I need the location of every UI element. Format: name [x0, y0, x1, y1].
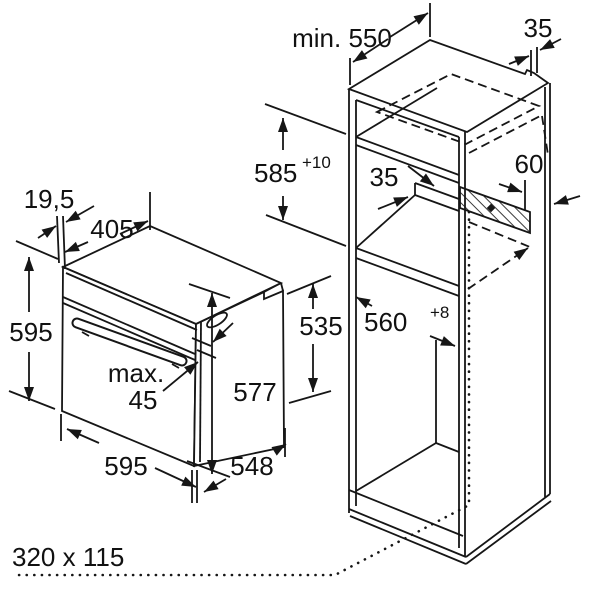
dim-oven-height-label: 595	[9, 317, 52, 347]
dim-oven-top-depth-label: 405	[90, 214, 133, 244]
dim-vent-gap: 60	[498, 149, 544, 210]
side-wall-arrow	[553, 195, 581, 205]
dim-door-max-label: max.	[108, 358, 164, 388]
dim-niche-height: 585 +10	[254, 103, 347, 247]
dim-oven-height: 595	[8, 240, 59, 410]
dim-niche-width-label: 560	[364, 307, 407, 337]
dim-oven-rear-height-label: 535	[299, 311, 342, 341]
vent-spacer-hatched	[459, 185, 531, 235]
dim-oven-door-thickness: max. 45	[108, 322, 234, 415]
plinth-cutout-label: 320 x 115	[12, 542, 124, 572]
dim-vent-gap-label: 60	[515, 149, 544, 179]
dim-oven-depth-label: 548	[230, 451, 273, 481]
dim-oven-depth: 548	[203, 428, 287, 493]
dim-rear-rail-label: 35	[370, 162, 399, 192]
oven-handle	[71, 317, 188, 369]
dim-oven-width: 595	[60, 414, 198, 503]
dim-cabinet-min-depth-label: min. 550	[292, 23, 392, 53]
dim-niche-height-label: 585	[254, 158, 297, 188]
dim-rear-rail: 35	[370, 162, 435, 210]
dim-niche-width-tolerance: +8	[430, 303, 449, 322]
cabinet-drawing	[346, 39, 552, 565]
dim-oven-body-height: 577	[186, 283, 277, 478]
dim-top-rear-gap: 35	[508, 13, 562, 76]
dim-niche-width: 560 +8	[355, 296, 456, 347]
dim-niche-height-tolerance: +10	[302, 153, 331, 172]
dim-oven-body-height-label: 577	[233, 377, 276, 407]
dim-door-max-value: 45	[129, 385, 158, 415]
dim-oven-rear-height: 535	[286, 275, 343, 404]
plinth-cutout-callout: 320 x 115	[12, 210, 471, 577]
dim-oven-top-depth: 405	[64, 192, 151, 253]
dim-oven-front-offset: 19,5	[24, 184, 95, 270]
dim-top-rear-gap-label: 35	[524, 13, 553, 43]
cabinet-dashed-clearance	[374, 73, 549, 156]
dim-oven-front-offset-label: 19,5	[24, 184, 75, 214]
dim-oven-width-label: 595	[104, 451, 147, 481]
dim-cabinet-min-depth: min. 550	[292, 3, 431, 85]
airflow-dashed-arrow	[467, 221, 531, 290]
